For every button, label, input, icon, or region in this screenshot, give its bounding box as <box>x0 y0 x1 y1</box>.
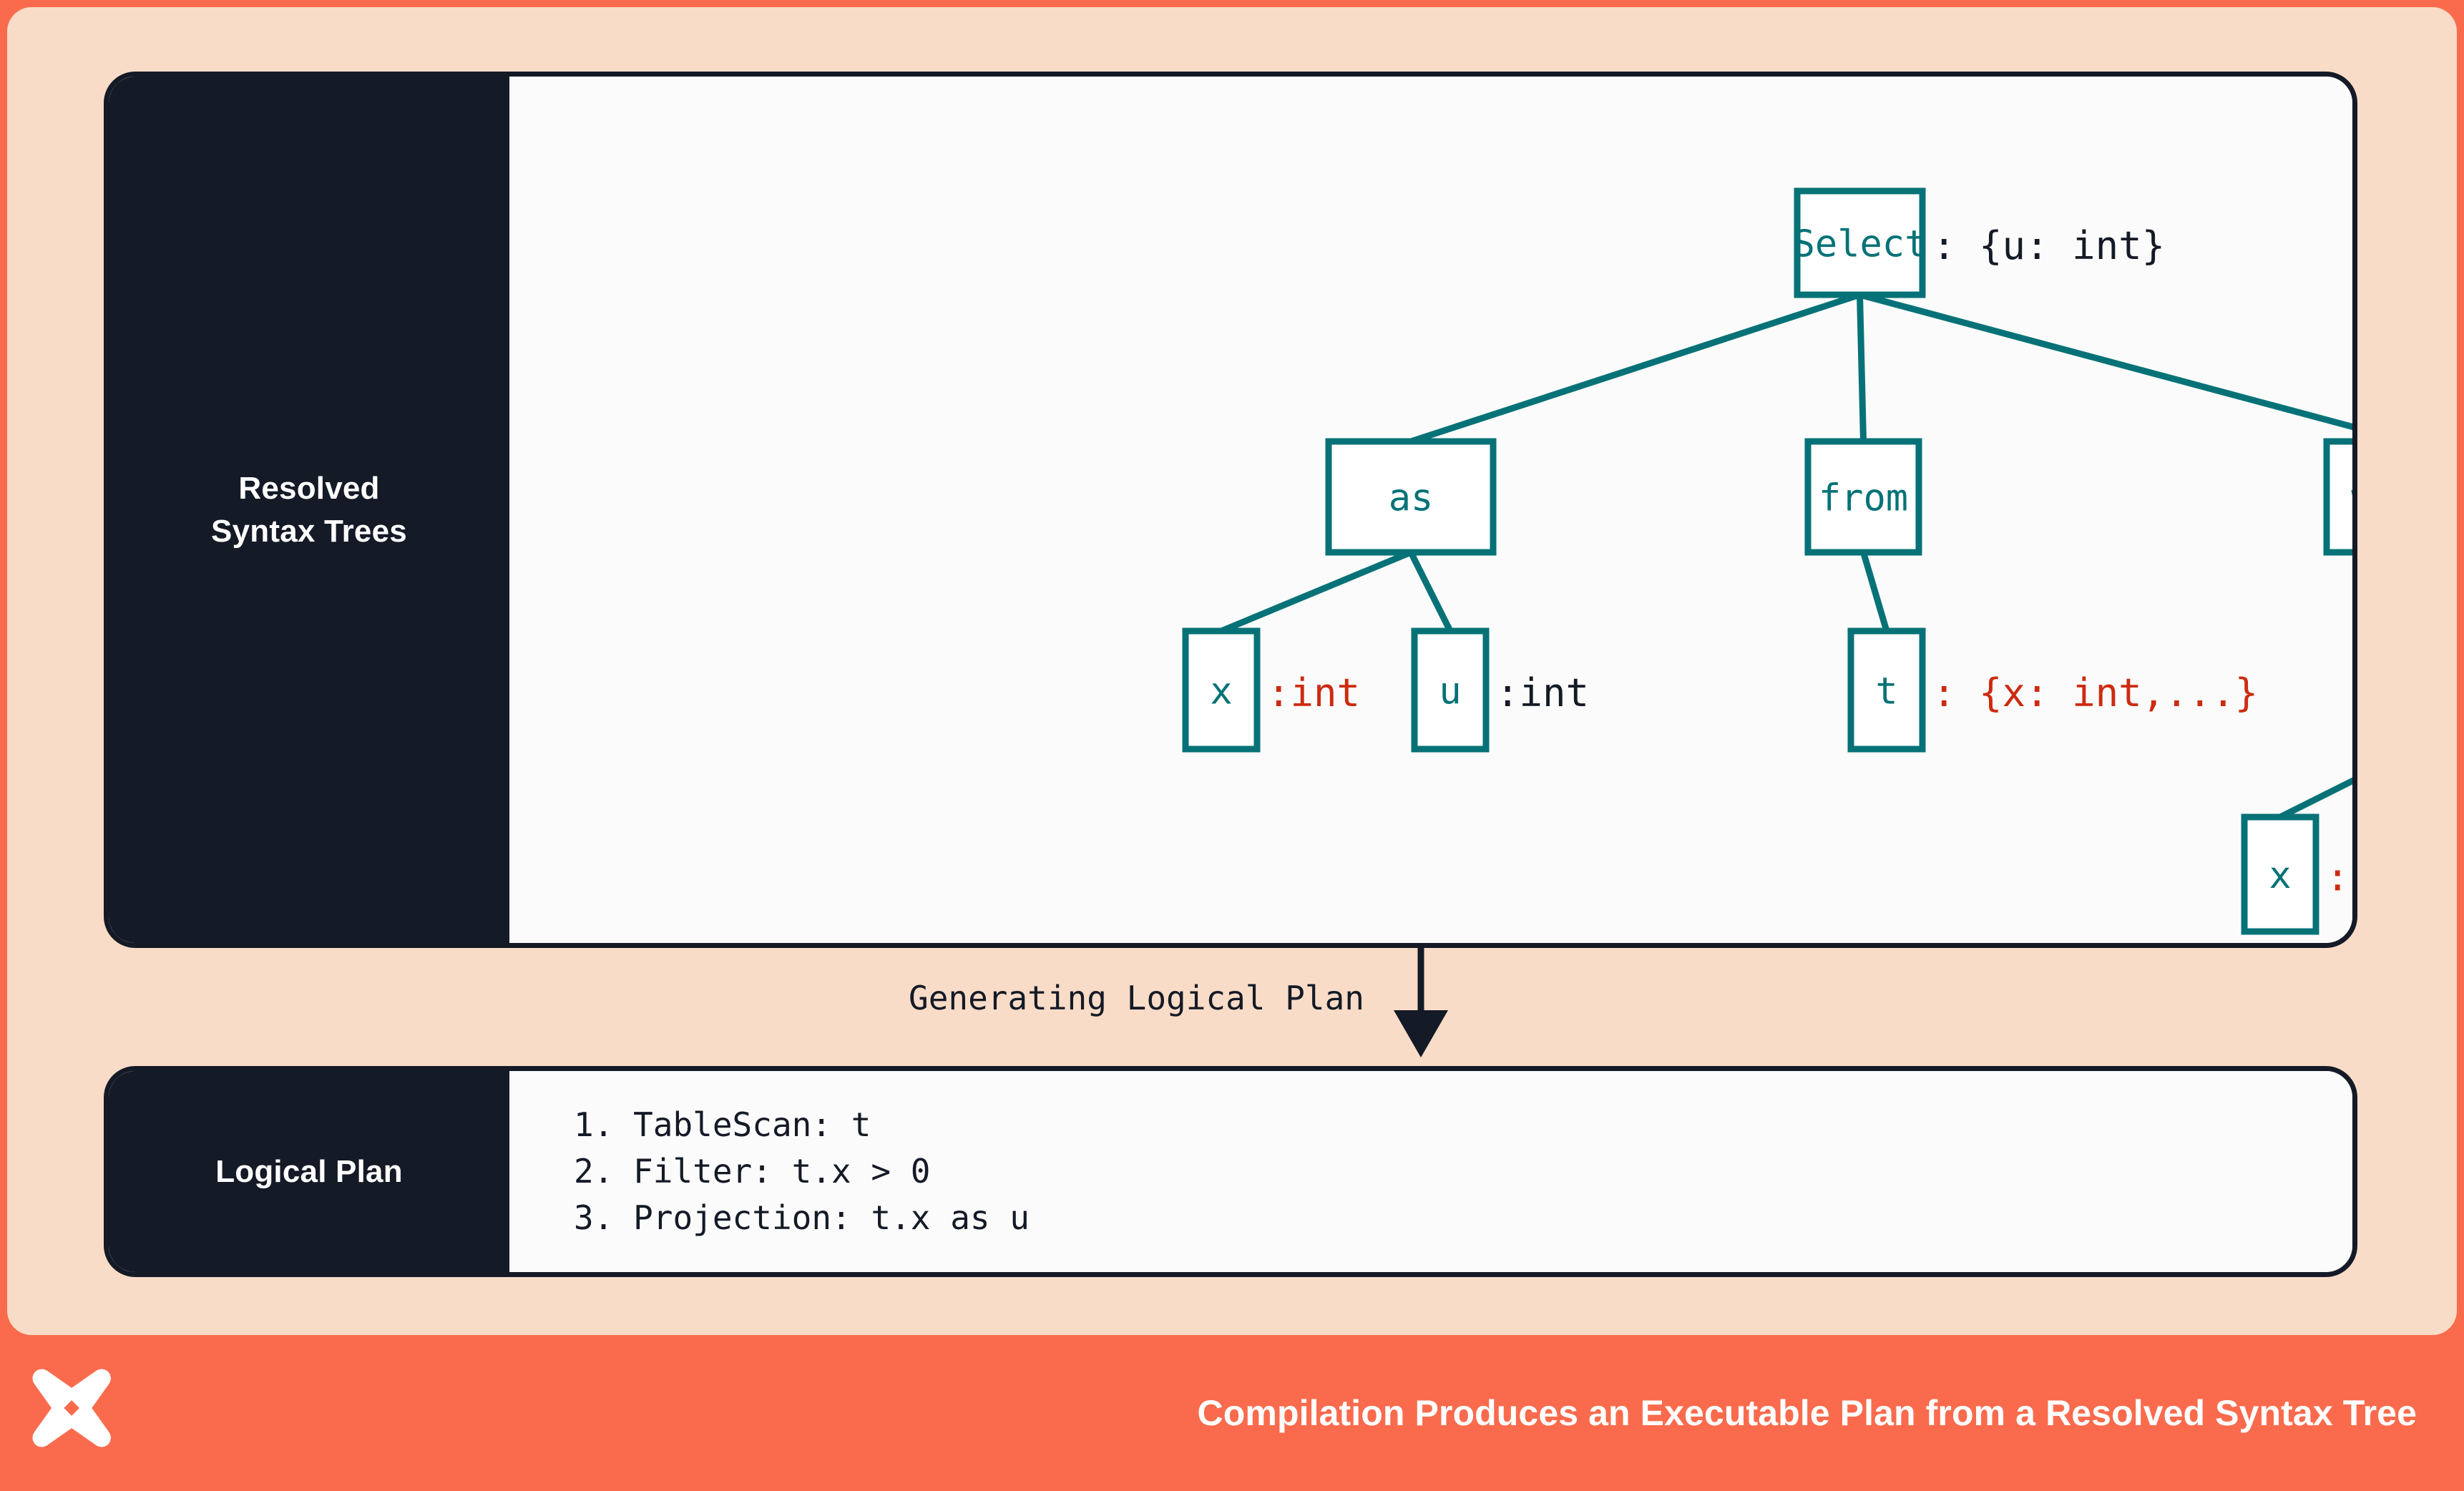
tree-node-box <box>2241 813 2319 935</box>
tree-node-label: as <box>1389 477 1434 520</box>
four-point-star-logo-icon <box>32 1369 111 1447</box>
tree-node-label: from <box>1819 477 1908 520</box>
tree-node-type-annotation: :int <box>1496 670 1589 715</box>
tree-node-x1[interactable]: x :int <box>1182 627 1360 753</box>
syntax-tree-canvas: Select: {u: int} as from where x :int u :int t : … <box>509 77 2352 943</box>
tree-node-type-annotation: : {u: int} <box>1932 223 2165 268</box>
tree-nodes: Select: {u: int} as from where x :int u :int t : … <box>1182 187 2352 935</box>
tree-node-box <box>1325 438 1497 556</box>
footer-bar: Compilation Produces an Executable Plan … <box>0 1335 2464 1491</box>
footer-caption: Compilation Produces an Executable Plan … <box>1197 1393 2417 1433</box>
tree-node-box <box>1794 187 1926 298</box>
tree-node-from[interactable]: from <box>1804 438 1922 556</box>
tree-node-as[interactable]: as <box>1325 438 1497 556</box>
tree-node-box <box>1804 438 1922 556</box>
tree-node-type-annotation: :int <box>2326 855 2352 900</box>
logical-plan-steps: 1. TableScan: t 2. Filter: t.x > 0 3. Proj… <box>574 1102 1030 1242</box>
tree-node-label: where <box>2351 477 2352 520</box>
tree-node-box <box>1411 627 1490 753</box>
tree-edge-as-u1 <box>1407 550 1454 633</box>
resolved-syntax-trees-card: Resolved Syntax Trees Select: {u: int} as… <box>104 72 2357 948</box>
tree-node-box <box>2323 438 2352 556</box>
logical-plan-step: 1. TableScan: t <box>574 1105 871 1144</box>
tree-node-label: x <box>2269 854 2291 897</box>
tree-node-type-annotation: : {x: int,...} <box>1932 670 2258 715</box>
tree-node-box <box>1847 627 1926 753</box>
tree-node-select[interactable]: Select: {u: int} <box>1793 187 2166 298</box>
logical-plan-card: Logical Plan 1. TableScan: t 2. Filter: t… <box>104 1066 2357 1277</box>
tree-edge-as-x1 <box>1220 549 1412 635</box>
tree-node-x2[interactable]: x :int <box>2241 813 2352 935</box>
logical-plan-step: 2. Filter: t.x > 0 <box>574 1151 931 1191</box>
tree-node-box <box>1182 627 1261 753</box>
syntax-tree-svg: Select: {u: int} as from where x :int u :int t : … <box>1182 187 2352 935</box>
tree-edge-from-t1 <box>1860 551 1890 632</box>
tree-edge-gt-x2 <box>2278 777 2352 821</box>
tree-node-u1[interactable]: u :int <box>1411 627 1589 753</box>
tree-node-where[interactable]: where <box>2323 438 2352 556</box>
logical-plan-step: 3. Projection: t.x as u <box>574 1198 1030 1238</box>
connector-label: Generating Logical Plan <box>909 979 1364 1017</box>
tree-node-label: t <box>1875 670 1897 713</box>
tree-edge-select-where <box>1859 291 2352 431</box>
tree-node-label: Select <box>1793 223 1927 266</box>
rst-label-line-1: Resolved <box>238 471 380 507</box>
tree-node-label: x <box>1210 670 1232 713</box>
rst-label-line-2: Syntax Trees <box>211 513 407 549</box>
logical-plan-body: 1. TableScan: t 2. Filter: t.x > 0 3. Proj… <box>509 1071 2352 1272</box>
tree-node-t1[interactable]: t : {x: int,...} <box>1847 627 2258 753</box>
tree-node-type-annotation: :int <box>1267 670 1360 715</box>
tree-edges <box>1220 291 2352 821</box>
tree-node-label: u <box>1439 670 1461 713</box>
resolved-syntax-trees-label: Resolved Syntax Trees <box>109 77 509 943</box>
tree-edge-select-from <box>1857 294 1867 442</box>
tree-edge-select-as <box>1409 291 1861 445</box>
logical-plan-label: Logical Plan <box>109 1071 509 1272</box>
